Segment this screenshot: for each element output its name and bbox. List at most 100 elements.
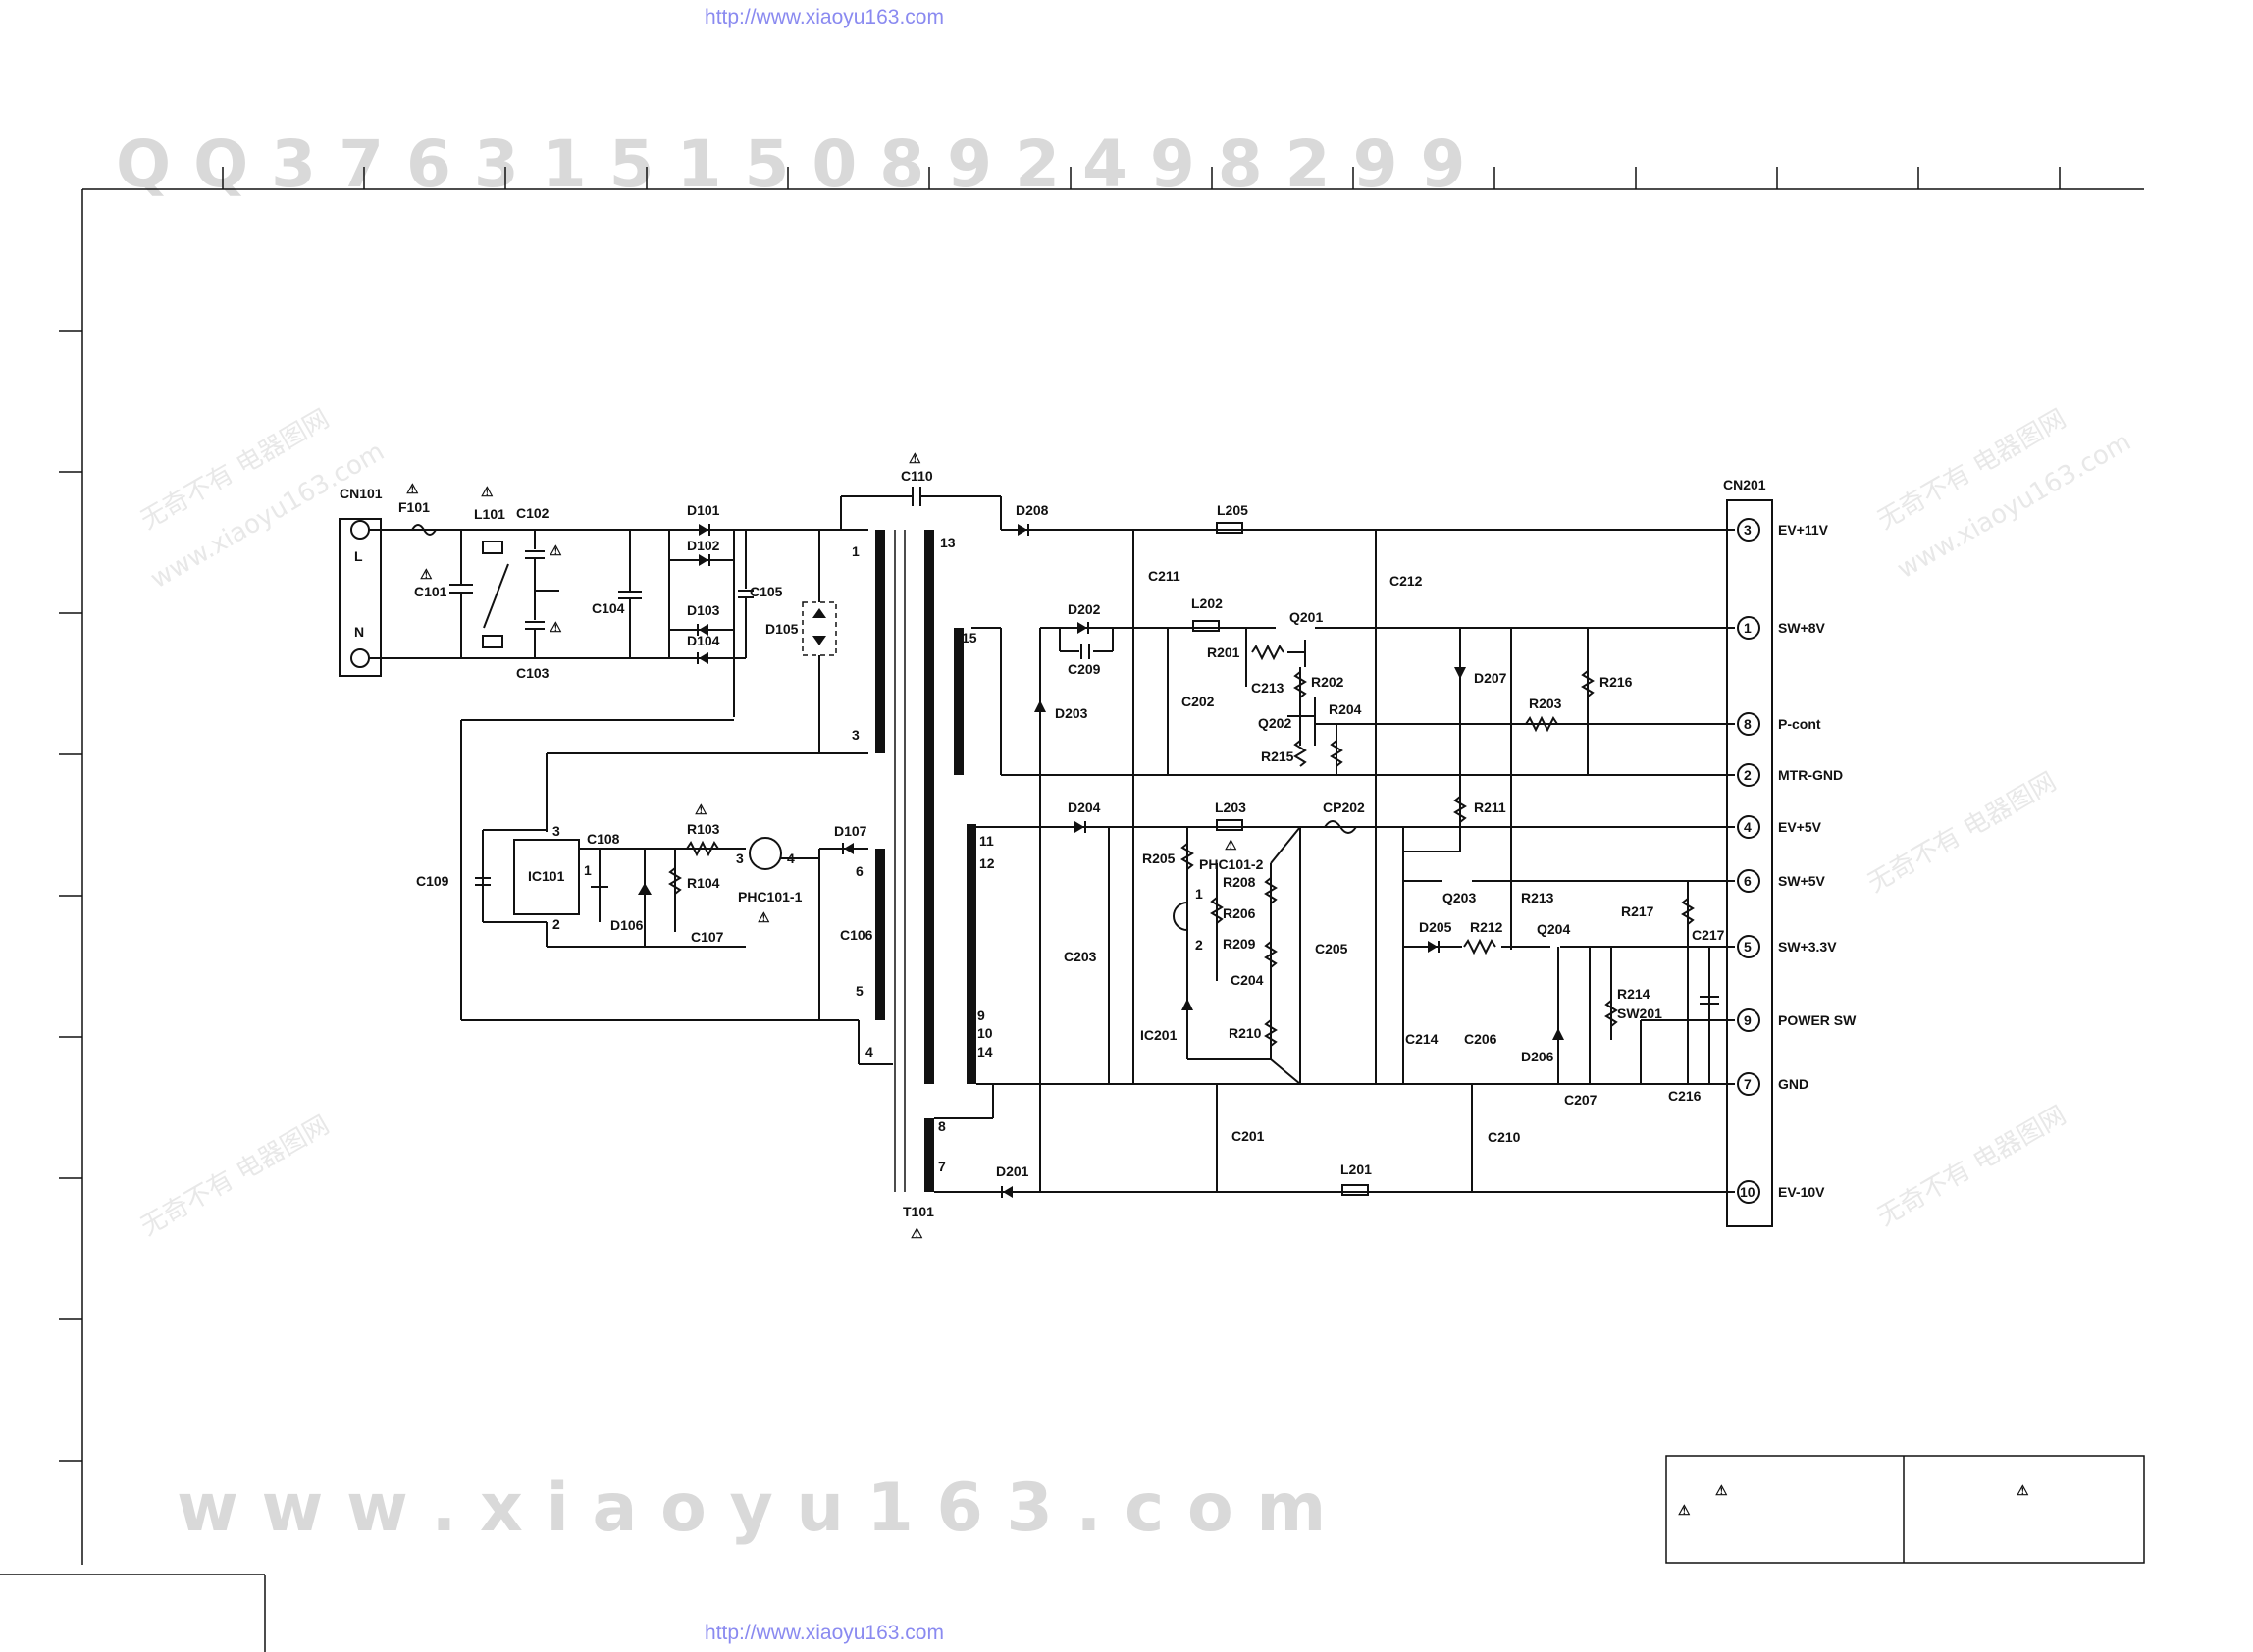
d105-label: D105: [765, 621, 799, 637]
c207-label: C207: [1564, 1092, 1598, 1108]
t-pin-3: 3: [852, 727, 860, 743]
source-url-top[interactable]: http://www.xiaoyu163.com: [705, 6, 944, 28]
r211-label: R211: [1474, 800, 1506, 815]
opto-pin-3: 3: [736, 851, 744, 866]
c201-label: C201: [1231, 1128, 1265, 1144]
warning-legend-box: ⚠ ⚠ ⚠: [1665, 1455, 2145, 1564]
c214-label: C214: [1405, 1031, 1439, 1047]
cn201-label: CN201: [1723, 477, 1766, 492]
t-pin-15: 15: [962, 630, 977, 645]
svg-text:无奇不有 电器图网: 无奇不有 电器图网: [136, 1110, 335, 1242]
q202-label: Q202: [1258, 715, 1291, 731]
watermark-number: Q Q 3 7 6 3 1 5 1 5 0 8 9 2 4 9 8 2 9 9: [116, 127, 1465, 202]
pin-number: 8: [1744, 716, 1752, 732]
t-pin-1: 1: [852, 543, 860, 559]
r208-label: R208: [1223, 874, 1256, 890]
r104-label: R104: [687, 875, 720, 891]
pin-sw33v-label: SW+3.3V: [1778, 939, 1837, 955]
r210-label: R210: [1229, 1025, 1262, 1041]
c213-label: C213: [1251, 680, 1284, 696]
f101-label: F101: [398, 499, 430, 515]
svg-text:无奇不有 电器图网: 无奇不有 电器图网: [1873, 1101, 2071, 1232]
c101-label: C101: [414, 584, 447, 599]
t-pin-6: 6: [856, 863, 864, 879]
t-pin-5: 5: [856, 983, 864, 999]
r212-label: R212: [1470, 919, 1503, 935]
warning-icon: ⚠: [550, 619, 562, 635]
warning-icon: ⚠: [420, 566, 433, 582]
l202-label: L202: [1191, 595, 1223, 611]
opto2-pin-1: 1: [1195, 886, 1203, 902]
pin-l-label: L: [354, 548, 363, 564]
c204-label: C204: [1231, 972, 1264, 988]
c206-label: C206: [1464, 1031, 1497, 1047]
sw201-label: SW201: [1617, 1006, 1662, 1021]
pin-ev10v-label: EV-10V: [1778, 1184, 1825, 1200]
pin-powersw-label: POWER SW: [1778, 1012, 1857, 1028]
d201-label: D201: [996, 1163, 1029, 1179]
r204-label: R204: [1329, 701, 1362, 717]
warning-icon: ⚠: [550, 542, 562, 558]
c110-label: C110: [901, 468, 933, 484]
r206-label: R206: [1223, 905, 1256, 921]
pin-ev11v-label: EV+11V: [1778, 522, 1829, 538]
c203-label: C203: [1064, 949, 1097, 964]
cn201-connector: CN201 3 EV+11V 1 SW+8V 8 P-cont 2 MTR-GN…: [1723, 477, 1857, 1227]
r213-label: R213: [1521, 890, 1554, 905]
c212-label: C212: [1389, 573, 1423, 589]
r202-label: R202: [1311, 674, 1344, 690]
t-pin-10: 10: [977, 1025, 993, 1041]
warning-icon: ⚠: [911, 1225, 923, 1241]
secondary-circuit: D208 L205 C211 C212 D202 C209 D203 L202 …: [934, 502, 1735, 1198]
q201-label: Q201: [1289, 609, 1323, 625]
t101-label: T101: [903, 1204, 934, 1219]
cn101-label: CN101: [340, 486, 383, 501]
pin-sw5v-label: SW+5V: [1778, 873, 1826, 889]
r217-label: R217: [1621, 903, 1654, 919]
ic-pin-1: 1: [584, 862, 592, 878]
pin-number: 5: [1744, 939, 1752, 955]
r214-label: R214: [1617, 986, 1650, 1002]
phc101-2-label: PHC101-2: [1199, 856, 1264, 872]
c103-label: C103: [516, 665, 550, 681]
warning-icon: ⚠: [695, 801, 707, 817]
pin-number: 2: [1744, 767, 1752, 783]
t-pin-11: 11: [979, 833, 994, 849]
pin-pcont-label: P-cont: [1778, 716, 1821, 732]
pin-number: 6: [1744, 873, 1752, 889]
l201-label: L201: [1340, 1162, 1372, 1177]
q204-label: Q204: [1537, 921, 1570, 937]
r216-label: R216: [1599, 674, 1633, 690]
pin-gnd-label: GND: [1778, 1076, 1808, 1092]
transformer-t101: 1 3 6 5 4 13 15 11 12 9 10 14 8 7 T101 ⚠…: [840, 450, 1002, 1241]
warning-icon: ⚠: [758, 909, 770, 925]
c108-label: C108: [587, 831, 620, 847]
warning-icon: ⚠: [481, 484, 494, 499]
t-pin-9: 9: [977, 1007, 985, 1023]
r205-label: R205: [1142, 851, 1176, 866]
pin-number: 1: [1744, 620, 1752, 636]
c105-label: C105: [750, 584, 783, 599]
pin-sw8v-label: SW+8V: [1778, 620, 1826, 636]
l205-label: L205: [1217, 502, 1248, 518]
d208-label: D208: [1016, 502, 1049, 518]
pin-number: 9: [1744, 1012, 1752, 1028]
source-url-bottom[interactable]: http://www.xiaoyu163.com: [705, 1622, 944, 1644]
d206-label: D206: [1521, 1049, 1554, 1064]
r209-label: R209: [1223, 936, 1256, 952]
warning-icon: ⚠: [1678, 1502, 1691, 1518]
c209-label: C209: [1068, 661, 1101, 677]
t-pin-12: 12: [979, 855, 995, 871]
d107-label: D107: [834, 823, 867, 839]
d202-label: D202: [1068, 601, 1101, 617]
cn101-connector: [339, 518, 382, 677]
page-frame: [0, 167, 2144, 1652]
c217-label: C217: [1692, 927, 1725, 943]
phc101-1-label: PHC101-1: [738, 889, 803, 904]
ic-pin-3: 3: [552, 823, 560, 839]
t-pin-8: 8: [938, 1118, 946, 1134]
pin-mtrgnd-label: MTR-GND: [1778, 767, 1843, 783]
q203-label: Q203: [1442, 890, 1476, 905]
d106-label: D106: [610, 917, 644, 933]
